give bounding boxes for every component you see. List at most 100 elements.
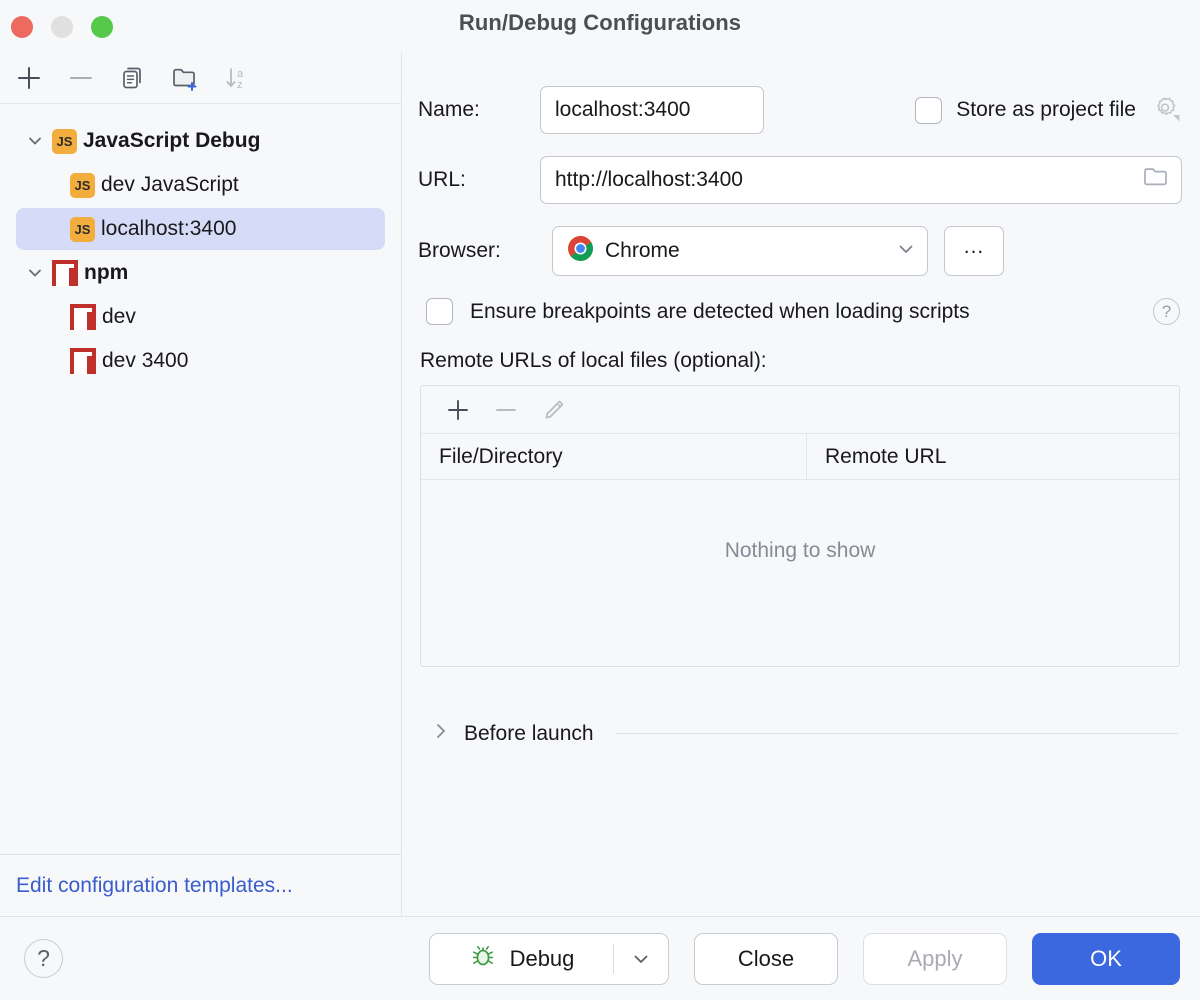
before-launch-section[interactable]: Before launch bbox=[432, 721, 1178, 746]
traffic-lights bbox=[11, 16, 113, 38]
column-header-remote-url[interactable]: Remote URL bbox=[825, 444, 947, 468]
tree-item-label: localhost:3400 bbox=[101, 217, 237, 240]
ensure-breakpoints-label: Ensure breakpoints are detected when loa… bbox=[470, 299, 970, 323]
sort-az-icon: a z bbox=[226, 68, 244, 91]
name-row: Name: localhost:3400 Store as project fi… bbox=[418, 86, 1182, 134]
remove-mapping-button[interactable] bbox=[485, 392, 527, 428]
tree-item-label: npm bbox=[84, 261, 129, 284]
plus-icon bbox=[18, 66, 40, 89]
configurations-sidebar: a z JS JavaScript Debug JS dev JavaScr bbox=[0, 52, 402, 916]
chevron-down-icon bbox=[634, 955, 648, 963]
tree-item-label: dev bbox=[102, 305, 136, 328]
npm-icon bbox=[70, 348, 96, 374]
debug-dropdown-button[interactable] bbox=[614, 934, 668, 984]
bug-icon bbox=[469, 942, 497, 976]
browse-folder-icon[interactable] bbox=[1141, 164, 1171, 196]
svg-text:a: a bbox=[237, 68, 244, 80]
close-window-button[interactable] bbox=[11, 16, 33, 38]
browser-more-button[interactable]: ... bbox=[944, 226, 1004, 276]
remote-urls-table-header: File/Directory Remote URL bbox=[421, 434, 1179, 480]
debug-button[interactable]: Debug bbox=[429, 932, 669, 985]
column-header-file-directory[interactable]: File/Directory bbox=[421, 434, 807, 479]
debug-button-separator bbox=[613, 943, 614, 974]
tree-item-localhost-3400[interactable]: JS localhost:3400 bbox=[16, 208, 385, 250]
debug-button-main[interactable]: Debug bbox=[430, 934, 613, 984]
pencil-icon bbox=[545, 400, 564, 419]
sort-configurations-button[interactable]: a z bbox=[214, 58, 260, 98]
browser-label: Browser: bbox=[418, 239, 501, 262]
tree-item-label: dev 3400 bbox=[102, 349, 189, 372]
gear-icon[interactable] bbox=[1150, 93, 1180, 128]
tree-group-javascript-debug[interactable]: JS JavaScript Debug bbox=[16, 120, 385, 162]
chrome-icon bbox=[567, 235, 594, 267]
url-row: URL: http://localhost:3400 bbox=[418, 156, 1182, 204]
tree-item-label: JavaScript Debug bbox=[83, 129, 261, 152]
minimize-window-button[interactable] bbox=[51, 16, 73, 38]
minus-icon bbox=[70, 76, 92, 79]
url-label: URL: bbox=[418, 168, 466, 191]
js-icon: JS bbox=[70, 172, 95, 198]
store-as-project-file-label: Store as project file bbox=[956, 98, 1136, 121]
npm-icon bbox=[52, 260, 78, 286]
debug-button-label: Debug bbox=[509, 945, 575, 971]
configuration-form: Name: localhost:3400 Store as project fi… bbox=[402, 52, 1200, 916]
ensure-breakpoints-row: Ensure breakpoints are detected when loa… bbox=[418, 298, 1182, 325]
plus-icon bbox=[448, 399, 468, 420]
add-mapping-button[interactable] bbox=[437, 392, 479, 428]
remote-urls-table-body: Nothing to show bbox=[421, 480, 1179, 666]
chevron-down-icon[interactable] bbox=[18, 132, 52, 150]
store-as-project-file-checkbox[interactable] bbox=[915, 96, 943, 124]
close-button[interactable]: Close bbox=[694, 932, 838, 985]
dialog-footer: ? Debug Close bbox=[0, 916, 1200, 1000]
copy-icon bbox=[123, 67, 141, 88]
edit-mapping-button[interactable] bbox=[533, 392, 575, 428]
ok-button[interactable]: OK bbox=[1032, 932, 1180, 985]
help-button[interactable]: ? bbox=[24, 939, 63, 978]
new-folder-button[interactable] bbox=[162, 58, 208, 98]
remote-urls-label: Remote URLs of local files (optional): bbox=[420, 349, 767, 372]
apply-button[interactable]: Apply bbox=[863, 932, 1007, 985]
js-icon: JS bbox=[70, 216, 95, 242]
copy-configuration-button[interactable] bbox=[110, 58, 156, 98]
tree-item-dev-3400[interactable]: dev 3400 bbox=[16, 340, 385, 382]
name-input[interactable]: localhost:3400 bbox=[540, 86, 764, 134]
edit-configuration-templates-link[interactable]: Edit configuration templates... bbox=[16, 873, 293, 897]
tree-group-npm[interactable]: npm bbox=[16, 252, 385, 294]
chevron-down-icon[interactable] bbox=[18, 264, 52, 282]
window-title: Run/Debug Configurations bbox=[458, 10, 742, 35]
url-input[interactable]: http://localhost:3400 bbox=[540, 156, 1182, 204]
sidebar-footer: Edit configuration templates... bbox=[0, 854, 401, 916]
add-configuration-button[interactable] bbox=[6, 58, 52, 98]
ensure-breakpoints-help-icon[interactable]: ? bbox=[1153, 298, 1180, 325]
remote-urls-table-toolbar bbox=[421, 386, 1179, 434]
empty-state-text: Nothing to show bbox=[724, 539, 876, 562]
sidebar-toolbar: a z bbox=[0, 52, 401, 104]
browser-row: Browser: bbox=[418, 226, 1182, 276]
svg-text:z: z bbox=[237, 79, 243, 91]
title-bar: Run/Debug Configurations bbox=[0, 0, 1200, 52]
before-launch-label: Before launch bbox=[464, 721, 594, 745]
browser-select[interactable]: Chrome bbox=[552, 226, 928, 276]
js-icon: JS bbox=[52, 128, 77, 154]
name-label: Name: bbox=[418, 98, 480, 121]
before-launch-divider bbox=[615, 733, 1178, 734]
browser-select-value: Chrome bbox=[605, 239, 680, 262]
name-input-value: localhost:3400 bbox=[555, 98, 691, 121]
folder-plus-icon bbox=[173, 68, 197, 91]
chevron-down-icon[interactable] bbox=[895, 238, 917, 265]
remove-configuration-button[interactable] bbox=[58, 58, 104, 98]
footer-button-group: Debug Close Apply OK bbox=[429, 932, 1180, 985]
ensure-breakpoints-checkbox[interactable] bbox=[426, 298, 453, 325]
remote-urls-table: File/Directory Remote URL Nothing to sho… bbox=[420, 385, 1180, 667]
maximize-window-button[interactable] bbox=[91, 16, 113, 38]
tree-item-dev[interactable]: dev bbox=[16, 296, 385, 338]
configuration-form-pane: Name: localhost:3400 Store as project fi… bbox=[402, 52, 1200, 916]
configuration-tree: JS JavaScript Debug JS dev JavaScript JS… bbox=[0, 104, 401, 854]
tree-item-label: dev JavaScript bbox=[101, 173, 239, 196]
url-input-value: http://localhost:3400 bbox=[555, 168, 743, 191]
tree-item-dev-javascript[interactable]: JS dev JavaScript bbox=[16, 164, 385, 206]
store-as-project-file-group: Store as project file bbox=[915, 93, 1182, 128]
npm-icon bbox=[70, 304, 96, 330]
chevron-right-icon[interactable] bbox=[432, 721, 450, 746]
